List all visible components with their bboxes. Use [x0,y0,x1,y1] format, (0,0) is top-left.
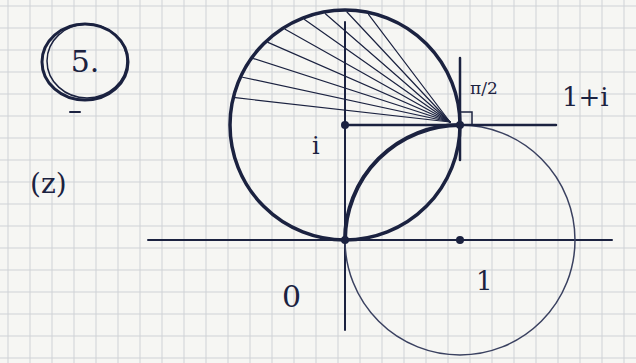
angle-label: π/2 [470,80,498,97]
grid-line [0,226,636,227]
point-i [341,121,349,129]
grid-line [0,160,636,161]
complex-plane-sketch [70,10,612,355]
hatch-line [368,14,450,122]
grid-line [0,270,636,271]
grid-line [0,182,636,183]
circle-outline [47,24,127,98]
imaginary-axis [344,22,346,330]
horizontal-line [345,124,556,127]
real-axis [148,239,612,241]
hatching [235,12,450,122]
point-1-plus-i [456,121,464,129]
hatch-line [285,29,450,122]
grid-line [0,116,636,117]
grid-line [0,6,636,7]
point-label: 1+i [562,84,609,110]
hatch-line [243,77,450,122]
point-label: i [312,134,320,158]
hatch-line [325,14,450,122]
hatch-line [235,98,450,122]
grid-line [0,248,636,249]
lens-boundary [345,125,460,240]
grid-line [0,358,636,359]
circle-outline [42,24,128,100]
grid-line [0,292,636,293]
hatch-line [268,42,450,122]
points [341,121,464,244]
underline-mark [70,111,80,113]
origin-label: 0 [282,282,301,312]
problem-number: 5. [71,47,100,77]
point-0 [341,236,349,244]
circled-number: 5. [39,21,131,103]
point-1 [456,236,464,244]
grid-line [0,314,636,315]
grid-line [0,336,636,337]
hatch-line [254,59,450,122]
grid-line [0,204,636,205]
vertical-tangent [459,58,462,160]
function-name: (z) [30,170,67,198]
point-label: 1 [476,268,493,294]
